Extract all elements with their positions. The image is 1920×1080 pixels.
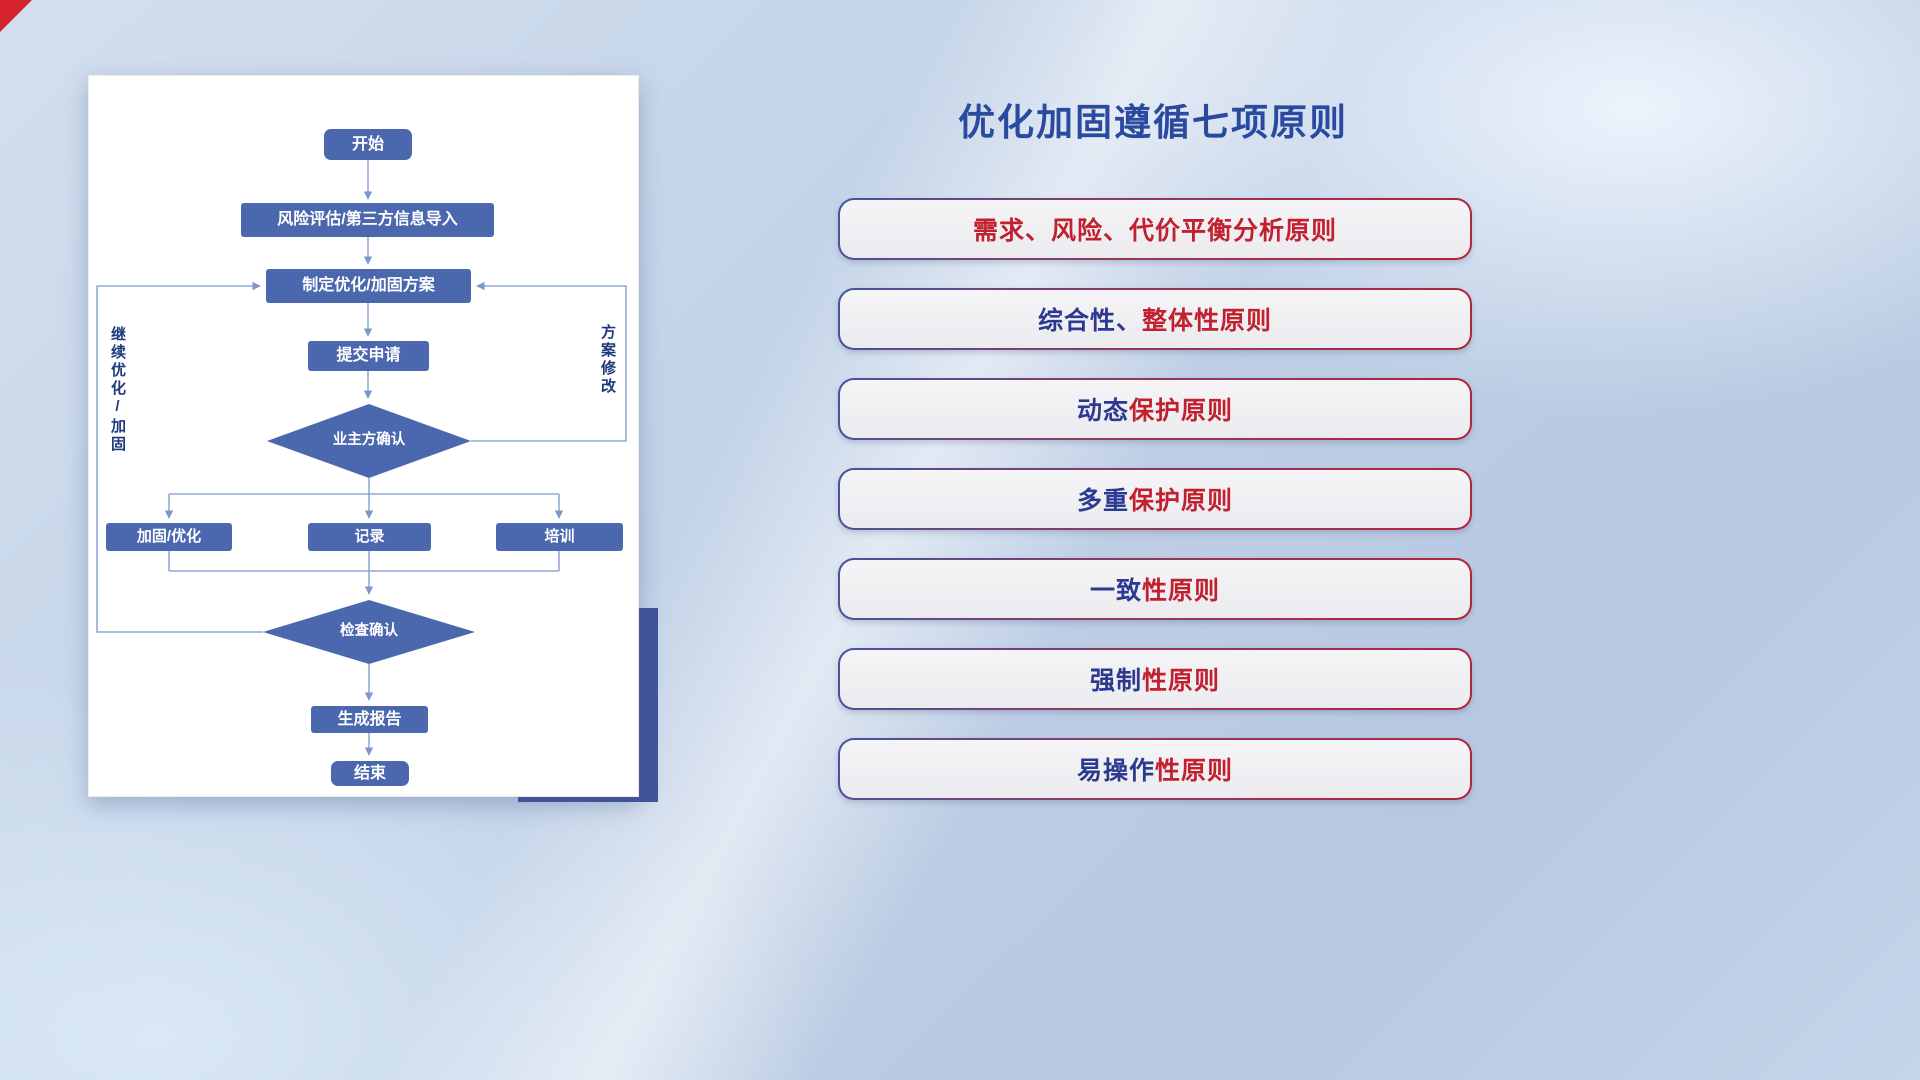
flow-label-modify-loop: 方案修改 — [599, 324, 616, 396]
principle-pill-1: 需求、风险、代价平衡分析原则 — [838, 198, 1472, 260]
principle-pill-6: 强制性原则 — [838, 648, 1472, 710]
flow-node-training: 培训 — [496, 523, 623, 551]
connector-lines — [96, 160, 627, 756]
flowchart-connectors — [96, 160, 627, 756]
principle-pill-2: 综合性、整体性原则 — [838, 288, 1472, 350]
flow-node-reinforce: 加固/优化 — [106, 523, 232, 551]
principle-pill-5: 一致性原则 — [838, 558, 1472, 620]
flow-node-submit: 提交申请 — [308, 341, 429, 371]
slide-title: 优化加固遵循七项原则 — [958, 102, 1348, 143]
principle-pill-4: 多重保护原则 — [838, 468, 1472, 530]
flow-node-start: 开始 — [324, 129, 412, 160]
principle-pill-3: 动态保护原则 — [838, 378, 1472, 440]
principle-pill-7: 易操作性原则 — [838, 738, 1472, 800]
flow-node-end: 结束 — [331, 761, 409, 786]
flow-node-risk-import: 风险评估/第三方信息导入 — [241, 203, 494, 237]
flow-node-report: 生成报告 — [311, 706, 428, 733]
flowchart-card: 开始 风险评估/第三方信息导入 制定优化/加固方案 提交申请 业主方确认 加固/… — [88, 75, 639, 797]
corner-accent-triangle — [0, 0, 32, 32]
flow-node-make-plan: 制定优化/加固方案 — [266, 269, 471, 303]
flow-label-continue-loop: 继续优化/加固 — [109, 326, 126, 454]
flow-node-record: 记录 — [308, 523, 431, 551]
